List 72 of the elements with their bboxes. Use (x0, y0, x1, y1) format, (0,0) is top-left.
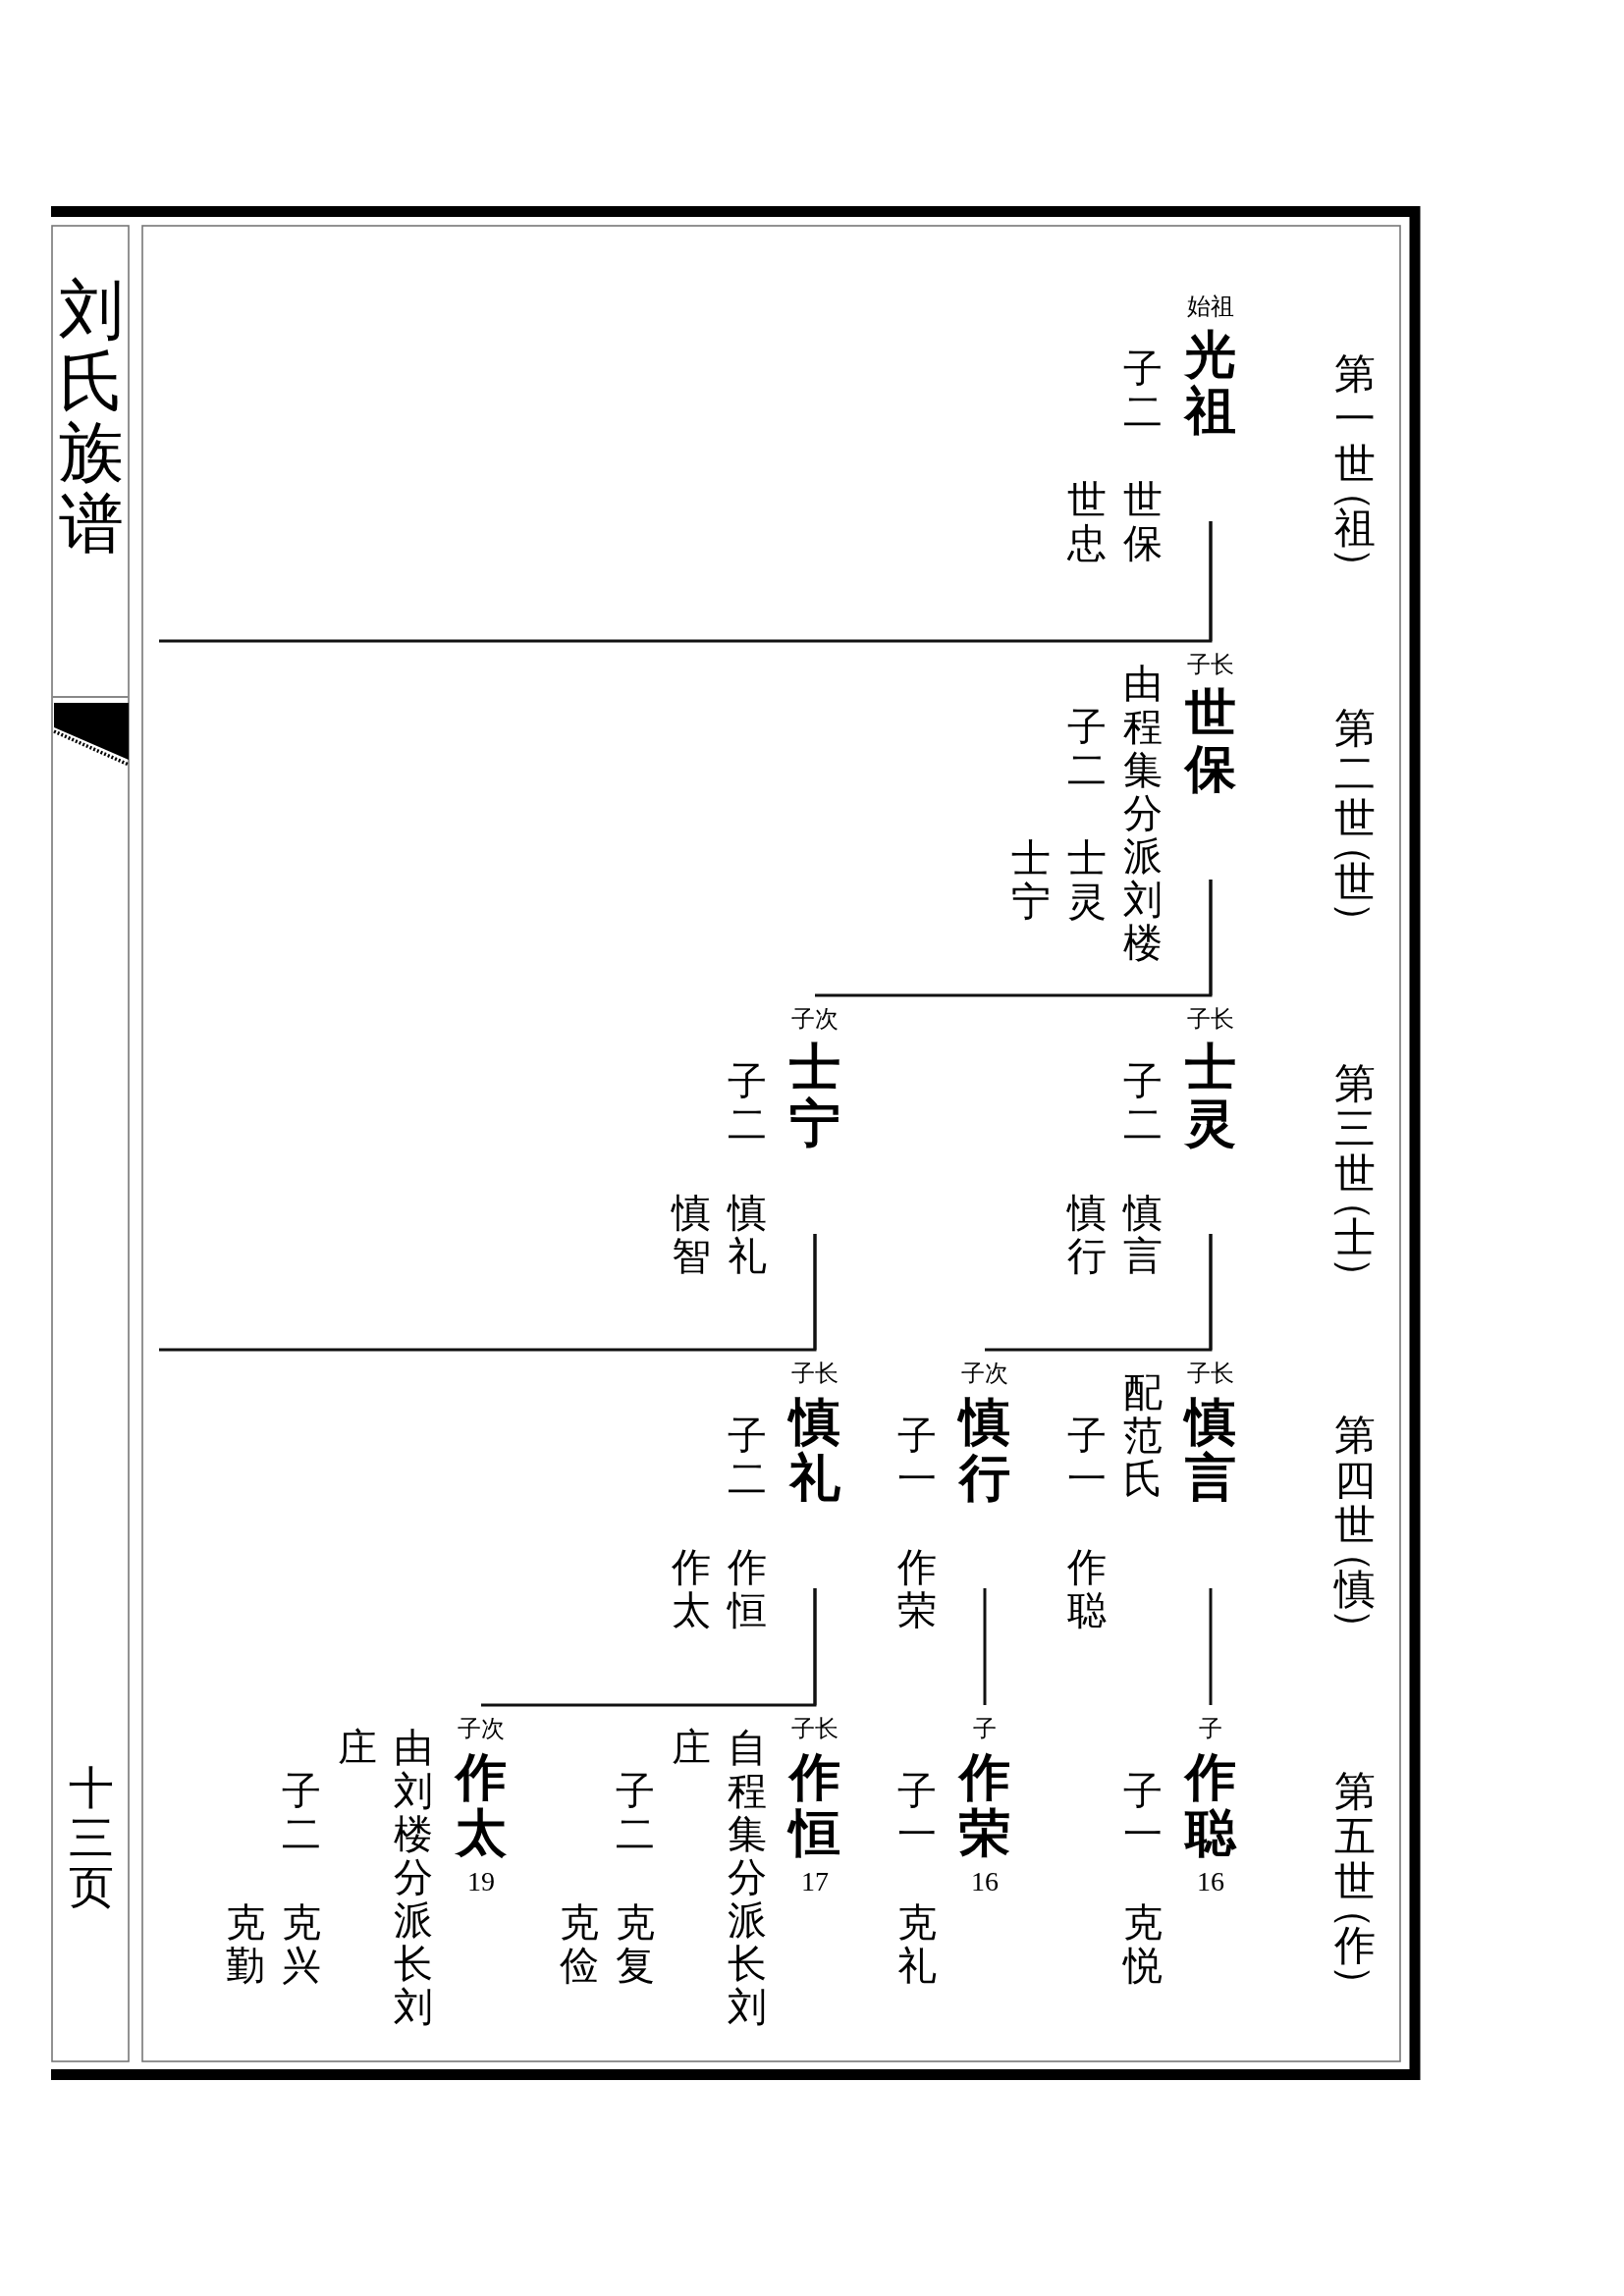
branch-note: 自程集分派长刘庄 (672, 1727, 767, 2029)
page-title: 刘氏族谱 (59, 275, 124, 561)
son-count: 子一 (897, 1415, 937, 1501)
son-name: 慎言 (1123, 1192, 1163, 1278)
person-name: 世保 (1185, 685, 1236, 798)
branch-note: 由程集分派刘楼 (1123, 663, 1163, 965)
lineage-line (985, 1234, 1213, 1352)
rank-label: 子长 (791, 1717, 839, 1740)
rank-label: 子次 (458, 1717, 505, 1740)
branch-note: 由刘楼分派长刘庄 (338, 1727, 433, 2029)
son-name: 作聪 (1067, 1546, 1107, 1632)
rank-label: 子 (1199, 1717, 1222, 1740)
rank-label: 子长 (1187, 1007, 1234, 1031)
rank-label: 子长 (791, 1362, 839, 1385)
person-name: 光祖 (1185, 327, 1236, 440)
rank-label: 子长 (1187, 1362, 1234, 1385)
son-name: 克礼 (897, 1901, 937, 1988)
spouse-note: 配范氏 (1123, 1371, 1163, 1501)
son-name: 慎行 (1067, 1192, 1107, 1278)
son-name: 克复 (616, 1901, 655, 1988)
son-name: 克悦 (1123, 1901, 1163, 1988)
son-name: 克俭 (560, 1901, 599, 1988)
son-name: 士灵 (1067, 837, 1107, 924)
person-name: 作荣 (959, 1749, 1010, 1862)
son-count: 子二 (1067, 706, 1107, 792)
son-name: 作荣 (897, 1546, 937, 1632)
annotation-number: 19 (467, 1868, 495, 1896)
person-name: 作太 (456, 1749, 507, 1862)
son-count: 子二 (1123, 347, 1163, 434)
son-count: 子二 (616, 1770, 655, 1856)
son-count: 子二 (282, 1770, 321, 1856)
lineage-line (815, 880, 1213, 997)
son-count: 子一 (1123, 1770, 1163, 1856)
person-name: 士灵 (1185, 1040, 1236, 1152)
son-name: 慎礼 (728, 1192, 767, 1278)
lineage-line (481, 1588, 817, 1707)
generation-label: 第五世（作） (1334, 1769, 1376, 1988)
son-name: 慎智 (672, 1192, 711, 1278)
person-name: 慎行 (959, 1394, 1010, 1507)
person-name: 慎礼 (789, 1394, 840, 1507)
generation-label: 第二世（世） (1334, 706, 1376, 925)
son-name: 作太 (672, 1546, 711, 1632)
person-name: 作聪 (1185, 1749, 1236, 1862)
son-count: 子二 (728, 1415, 767, 1501)
lineage-line (159, 521, 1213, 643)
son-count: 子二 (1123, 1060, 1163, 1147)
rank-label: 始祖 (1187, 294, 1234, 318)
son-count: 子一 (897, 1770, 937, 1856)
generation-label: 第四世（慎） (1334, 1413, 1376, 1631)
generation-label: 第三世（士） (1334, 1061, 1376, 1280)
rank-label: 子次 (791, 1007, 839, 1031)
son-name: 作恒 (728, 1546, 767, 1632)
son-name: 克兴 (282, 1901, 321, 1988)
annotation-number: 16 (1197, 1868, 1224, 1896)
generation-label: 第一世（祖） (1334, 351, 1376, 570)
rank-label: 子 (973, 1717, 997, 1740)
rank-label: 子次 (961, 1362, 1008, 1385)
annotation-number: 17 (801, 1868, 829, 1896)
son-name: 克勤 (226, 1901, 265, 1988)
son-name: 世忠 (1067, 479, 1107, 565)
person-name: 慎言 (1185, 1394, 1236, 1507)
son-name: 世保 (1123, 479, 1163, 565)
lineage-line (1209, 1588, 1213, 1705)
son-count: 子二 (728, 1060, 767, 1147)
son-name: 士宁 (1011, 837, 1051, 924)
page-number: 十三页 (69, 1764, 114, 1913)
rank-label: 子长 (1187, 653, 1234, 676)
lineage-line (983, 1588, 987, 1705)
son-count: 子一 (1067, 1415, 1107, 1501)
annotation-number: 16 (971, 1868, 999, 1896)
lineage-line (159, 1234, 817, 1352)
person-name: 士宁 (789, 1040, 840, 1152)
